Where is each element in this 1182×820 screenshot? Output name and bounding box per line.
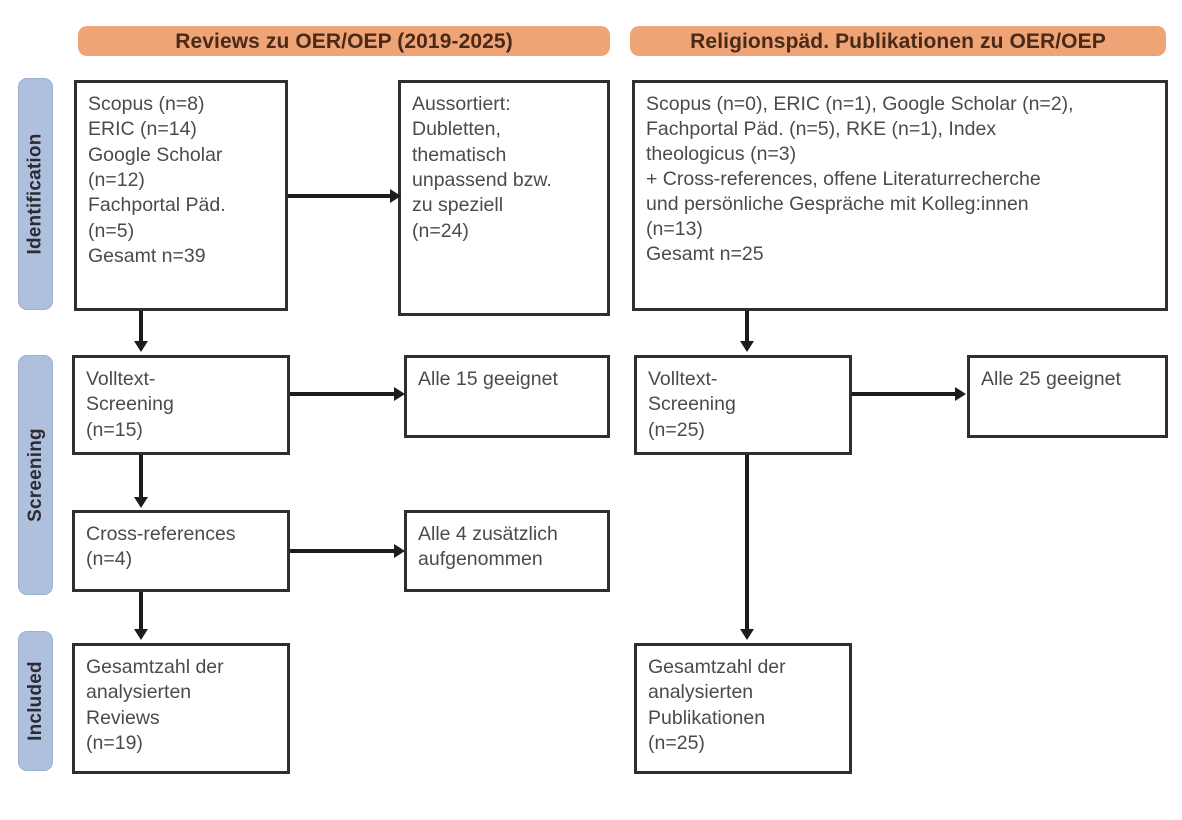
- arrowhead-left-id-to-excluded: [390, 189, 401, 203]
- arrowhead-left-screening-to-suitable: [394, 387, 405, 401]
- column-header-left: Reviews zu OER/OEP (2019-2025): [78, 26, 610, 56]
- box-right-identification-sources: Scopus (n=0), ERIC (n=1), Google Scholar…: [632, 80, 1168, 311]
- connector-left-id-to-excluded: [288, 194, 392, 198]
- connector-left-screening-to-crossrefs: [139, 455, 143, 499]
- connector-left-screening-to-suitable: [290, 392, 396, 396]
- arrowhead-left-crossrefs-to-added: [394, 544, 405, 558]
- arrowhead-left-crossrefs-to-included: [134, 629, 148, 640]
- box-left-excluded: Aussortiert: Dubletten, thematisch unpas…: [398, 80, 610, 316]
- connector-left-crossrefs-to-added: [290, 549, 396, 553]
- connector-left-id-to-screening: [139, 311, 143, 343]
- box-right-included-total: Gesamtzahl der analysierten Publikatione…: [634, 643, 852, 774]
- box-left-fulltext-screening: Volltext- Screening (n=15): [72, 355, 290, 455]
- arrowhead-right-id-to-screening: [740, 341, 754, 352]
- box-right-all-suitable: Alle 25 geeignet: [967, 355, 1168, 438]
- arrowhead-left-screening-to-crossrefs: [134, 497, 148, 508]
- box-left-cross-references: Cross-references (n=4): [72, 510, 290, 592]
- stage-pill-screening: Screening: [18, 355, 53, 595]
- stage-pill-screening-label: Screening: [24, 428, 46, 522]
- connector-left-crossrefs-to-included: [139, 592, 143, 631]
- box-left-all-added: Alle 4 zusätzlich aufgenommen: [404, 510, 610, 592]
- arrowhead-right-screening-to-suitable: [955, 387, 966, 401]
- stage-pill-included: Included: [18, 631, 53, 771]
- box-right-fulltext-screening: Volltext- Screening (n=25): [634, 355, 852, 455]
- connector-right-screening-to-suitable: [852, 392, 957, 396]
- arrowhead-left-id-to-screening: [134, 341, 148, 352]
- arrowhead-right-screening-to-included: [740, 629, 754, 640]
- connector-right-screening-to-included: [745, 455, 749, 631]
- stage-pill-identification: Identification: [18, 78, 53, 310]
- stage-pill-included-label: Included: [24, 661, 46, 741]
- box-left-all-suitable: Alle 15 geeignet: [404, 355, 610, 438]
- box-left-identification-sources: Scopus (n=8) ERIC (n=14) Google Scholar …: [74, 80, 288, 311]
- stage-pill-identification-label: Identification: [24, 133, 46, 255]
- connector-right-id-to-screening: [745, 311, 749, 343]
- box-left-included-total: Gesamtzahl der analysierten Reviews (n=1…: [72, 643, 290, 774]
- column-header-right: Religionspäd. Publikationen zu OER/OEP: [630, 26, 1166, 56]
